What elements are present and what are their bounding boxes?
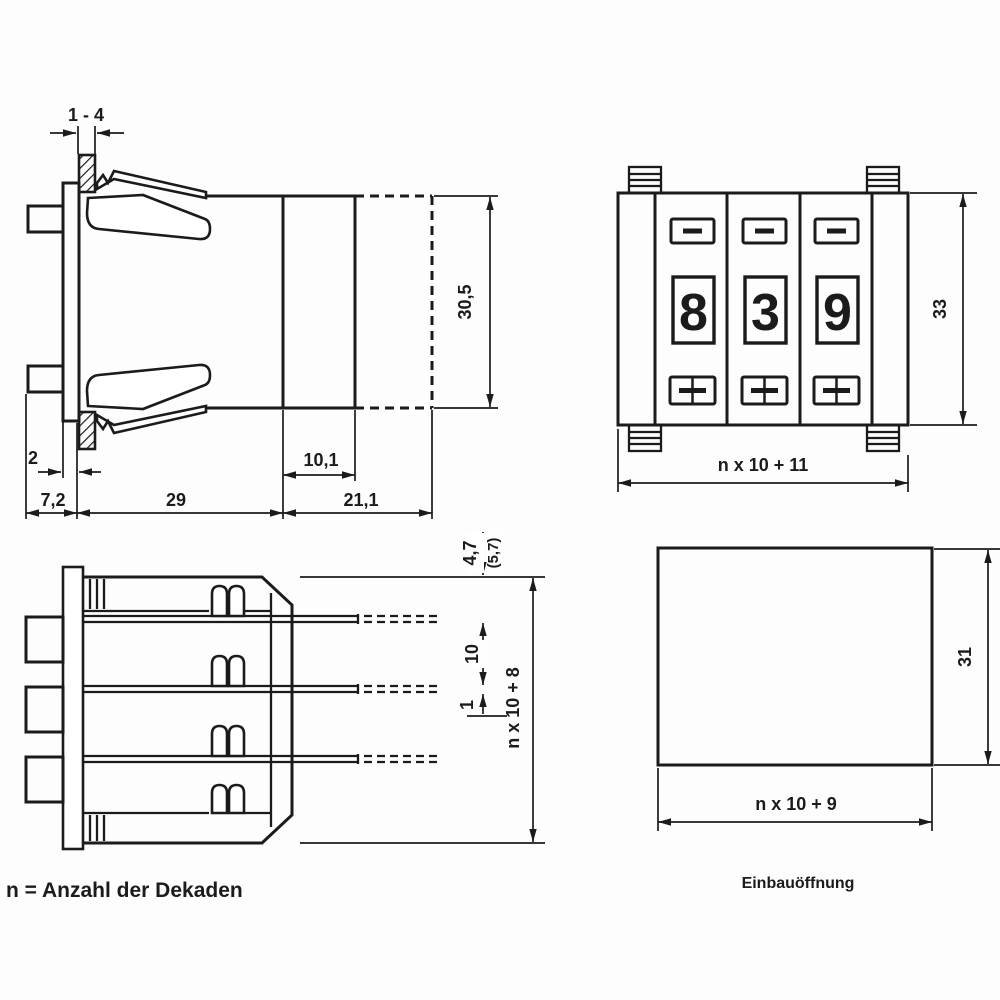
- spring-clip-wedge: [85, 363, 212, 411]
- terminal-lug: [24, 615, 65, 664]
- dim-label: 10,1: [303, 450, 338, 470]
- terminal-lug: [24, 685, 65, 734]
- clip-prong: [227, 584, 246, 618]
- dim-label: 30,5: [455, 284, 475, 319]
- dim-label: 4,7: [460, 540, 480, 565]
- cutout-rectangle: [656, 546, 934, 767]
- retaining-clip: [210, 724, 246, 758]
- housing-outline: [616, 191, 910, 427]
- dim-cutout-width: n x 10 + 9: [657, 768, 933, 831]
- mounting-tab: [627, 165, 663, 195]
- dim-module-depth: 10,1: [283, 410, 356, 481]
- retaining-clip: [210, 584, 246, 618]
- dim-label: 2: [28, 448, 38, 468]
- dim-label: n x 10 + 8: [503, 667, 523, 749]
- dim-cutout-height: 31: [934, 548, 1000, 766]
- clip-prong: [210, 783, 229, 815]
- dim-top-width: n x 10 + 8: [300, 578, 545, 844]
- dim-pin-pitch: 10: [462, 623, 487, 685]
- clip-prong: [210, 584, 229, 618]
- clip-prong: [227, 724, 246, 758]
- minus-button: [741, 217, 788, 245]
- label-backing: [487, 529, 503, 575]
- front-view: 8 3 9 33: [616, 165, 977, 492]
- mounting-tab: [865, 165, 901, 195]
- mounting-tab: [865, 423, 901, 453]
- cutout-view: 31 n x 10 + 9 Einbauöffnung: [656, 546, 1000, 892]
- minus-button: [669, 217, 716, 245]
- bezel-plate: [61, 181, 81, 423]
- dim-label: 7,2: [40, 490, 65, 510]
- dim-pin-offset: 4,7 (5,7): [300, 529, 545, 578]
- panel-section-hatched: [77, 410, 97, 451]
- decade-module: 3: [740, 217, 789, 406]
- terminal-lug: [26, 364, 65, 394]
- dim-label: 21,1: [343, 490, 378, 510]
- label-backing: [467, 533, 484, 573]
- dim-label: 33: [930, 299, 950, 319]
- clip-prong: [227, 654, 246, 688]
- clip-prong: [210, 654, 229, 688]
- dim-panel-thickness: 1 - 4: [50, 105, 124, 154]
- dim-label: 31: [955, 647, 975, 667]
- digit-window: [743, 275, 788, 345]
- decade-module: 9: [812, 217, 861, 406]
- clip-prong: [210, 724, 229, 758]
- dim-label: n x 10 + 9: [755, 794, 837, 814]
- pin-row: [83, 754, 442, 764]
- dim-label: n x 10 + 11: [718, 455, 809, 475]
- dim-front-width: n x 10 + 11: [617, 429, 909, 492]
- front-flange: [61, 565, 85, 851]
- pin-row: [83, 614, 442, 624]
- digit-window: [671, 275, 716, 345]
- digit-window: [815, 275, 860, 345]
- dim-front-depth: 7,2: [25, 394, 77, 519]
- dim-label: 10: [462, 644, 482, 664]
- pin-row: [83, 684, 442, 694]
- decade-module: 8: [668, 217, 717, 406]
- dim-pin-thickness: 1: [457, 694, 507, 717]
- dim-label: 1 - 4: [68, 105, 104, 125]
- dim-body-depth: 29: [77, 410, 284, 519]
- dim-label: 1: [457, 700, 477, 710]
- spring-clip-arm: [95, 169, 208, 200]
- terminal-lug: [24, 755, 65, 804]
- dim-label: 29: [166, 490, 186, 510]
- dim-front-height: 33: [910, 192, 977, 426]
- housing-outline: [83, 575, 294, 845]
- dim-label-alt: (5,7): [485, 538, 502, 569]
- decades-note: n = Anzahl der Dekaden: [6, 879, 243, 902]
- panel-section-hatched: [77, 153, 97, 194]
- spring-clip-wedge: [85, 193, 212, 241]
- digit-display: 8: [679, 284, 708, 342]
- retaining-clip: [210, 783, 246, 815]
- minus-button: [813, 217, 860, 245]
- terminal-lug: [26, 204, 65, 234]
- spring-clip-arm: [95, 404, 208, 435]
- digit-display: 3: [751, 284, 780, 342]
- top-view: 4,7 (5,7) 10 1 n x 10 + 8: [24, 529, 545, 851]
- retaining-clip: [210, 654, 246, 688]
- mounting-tab: [627, 423, 663, 453]
- label-backing: [470, 640, 487, 668]
- dim-bezel-thickness: 2: [28, 394, 101, 519]
- dim-body-height: 30,5: [434, 195, 498, 409]
- side-view: 1 - 4 30,5 2 7,2 29: [25, 105, 498, 519]
- cutout-caption: Einbauöffnung: [742, 875, 855, 892]
- digit-display: 9: [823, 284, 852, 342]
- clip-prong: [227, 783, 246, 815]
- dim-rear-depth: 21,1: [283, 410, 433, 519]
